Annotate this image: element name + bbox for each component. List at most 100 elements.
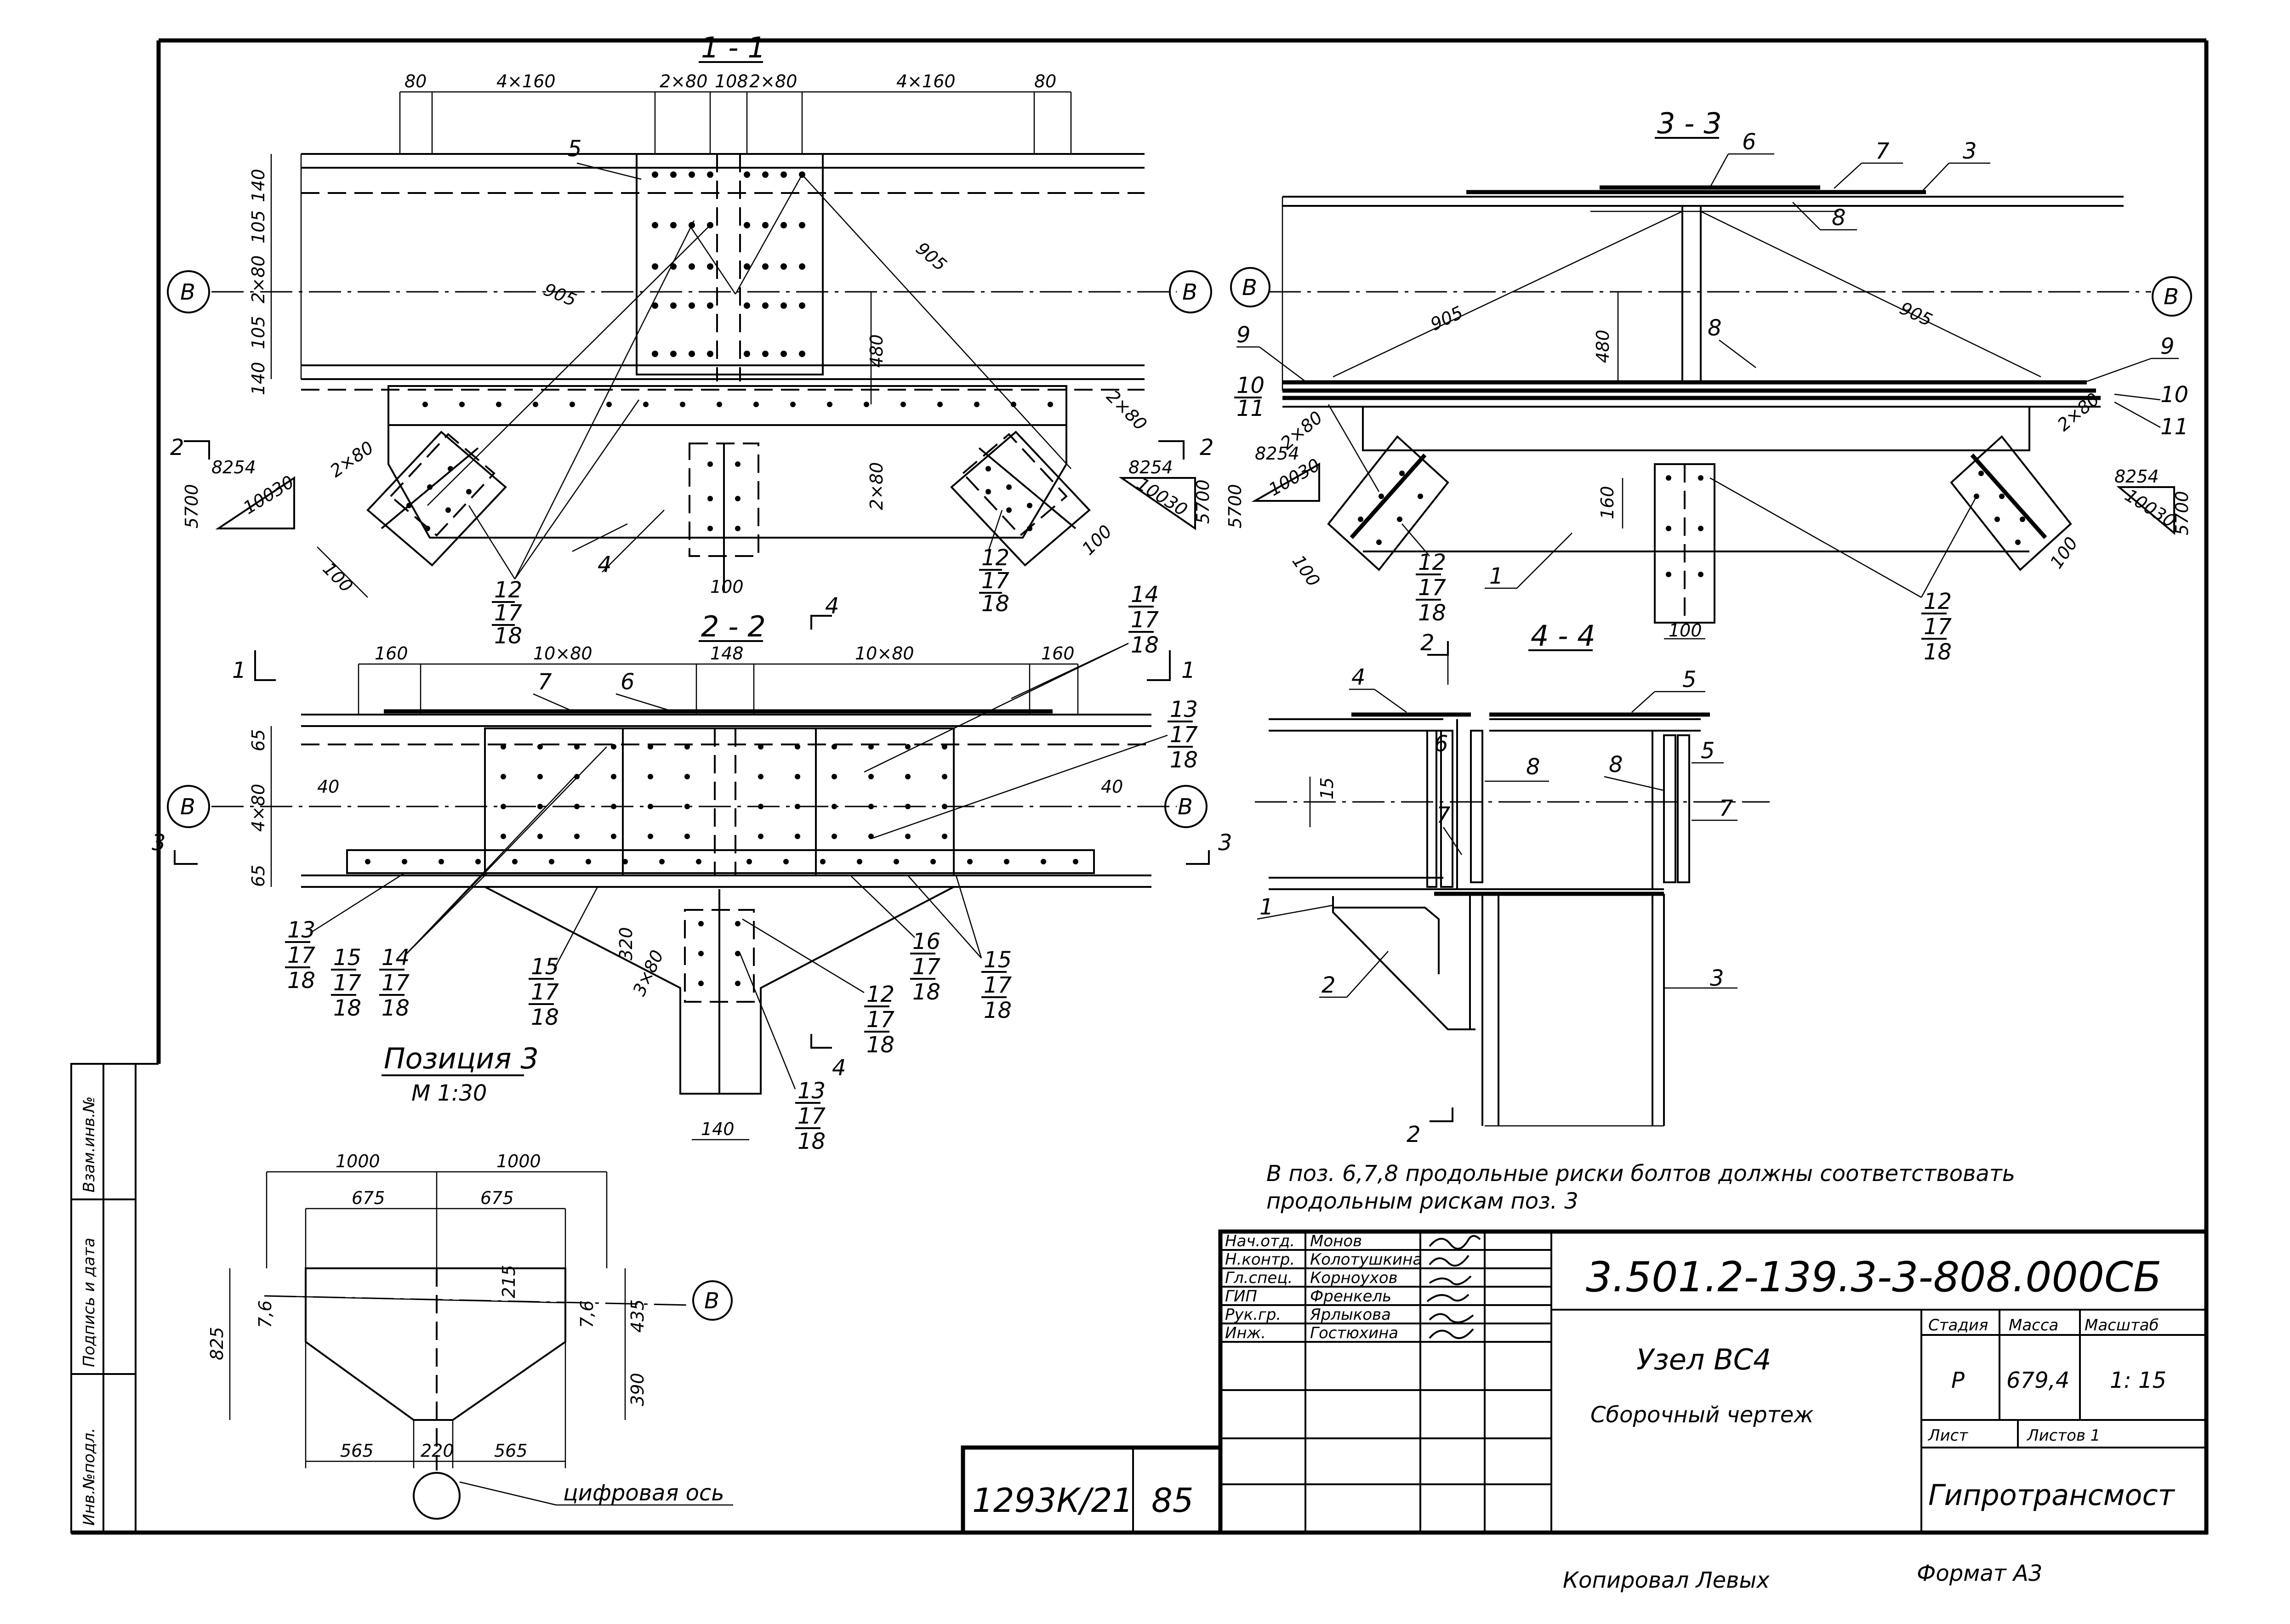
plan-view: 1000 1000 675 675 В 565 220 565 825 7,6 … <box>207 1151 733 1520</box>
s11-callout-17b: 17 <box>981 568 1010 594</box>
plan-axis-note: цифровая ось <box>563 1480 724 1506</box>
sheet-label: Лист <box>1927 1426 1968 1445</box>
s11-diag-1: 905 <box>912 238 951 275</box>
s22-cut-4-top: 4 <box>825 593 839 619</box>
s44-callout-7-left: 7 <box>1436 802 1451 828</box>
s22-dim-320: 320 <box>616 927 636 960</box>
s11-dim-left-1: 105 <box>248 210 268 244</box>
plan-dim-top-2: 675 <box>352 1188 385 1208</box>
s22-callout-17i: 17 <box>912 954 941 980</box>
s33-callout-8-top: 8 <box>1832 205 1846 231</box>
s22-callout-18d: 18 <box>333 995 361 1021</box>
doc-code: 3.501.2-139.3-3-808.000СБ <box>1586 1253 2162 1301</box>
margin-inv-podl: Инв.№подл. <box>80 1428 98 1526</box>
s22-dim-top-0: 160 <box>375 643 408 664</box>
role-0: Нач.отд. <box>1225 1232 1295 1250</box>
margin-vzam-inv: Взам.инв.№ <box>80 1096 98 1192</box>
s22-cut-1-right: 1 <box>1181 658 1196 683</box>
s11-dim-left-2: 2×80 <box>248 256 268 303</box>
section-4-4-title: 4 - 4 <box>1531 619 1595 653</box>
signatures <box>1426 1235 1481 1339</box>
s33-slope-c-right: 5700 <box>2172 491 2192 535</box>
s11-cut-right: 2 <box>1200 435 1214 460</box>
s22-callout-17f: 17 <box>531 979 559 1005</box>
s22-callout-18h: 18 <box>798 1129 826 1154</box>
section-4-4: 4 - 4 2 2 1 5 <box>1255 619 1770 1147</box>
s22-callout-17j: 17 <box>984 972 1012 998</box>
role-3: ГИП <box>1225 1287 1257 1306</box>
section-2-2: 2 - 2 В В <box>152 582 1232 1154</box>
s44-callout-7-right: 7 <box>1719 795 1733 821</box>
s11-callout-5: 5 <box>568 136 582 162</box>
s33-callout-11-right: 11 <box>2160 414 2188 440</box>
plan-dim-bottom-2: 565 <box>494 1441 528 1461</box>
plan-axis: В <box>704 1288 719 1314</box>
s11-dim-left-4: 140 <box>248 362 268 395</box>
s11-dim-left-0: 140 <box>248 169 268 202</box>
title-block: 1293К/21 85 Нач.отд. Монов Н.контр. Коло… <box>961 1229 2209 1535</box>
s22-subtitle: Позиция 3 <box>384 1042 539 1075</box>
s22-callout-17d: 17 <box>333 970 362 996</box>
s33-dim-100-left: 100 <box>1288 551 1324 591</box>
footer: Копировал Левых Формат А3 <box>1563 1561 2042 1593</box>
s22-dim-left-2: 65 <box>248 865 268 887</box>
s22-callout-17b: 17 <box>1170 722 1198 748</box>
s33-callout-10-right: 10 <box>2160 382 2188 408</box>
s11-callout-18a: 18 <box>494 623 522 649</box>
s44-callout-6: 6 <box>1434 731 1448 757</box>
scale-header: Масштаб <box>2085 1316 2159 1334</box>
s33-callout-17b: 17 <box>1924 614 1952 640</box>
role-4: Рук.гр. <box>1225 1306 1281 1324</box>
s33-callout-12a: 12 <box>1418 550 1446 575</box>
note-line-2: продольным рискам поз. 3 <box>1266 1188 1578 1214</box>
s22-callout-14a: 14 <box>1131 582 1159 608</box>
sheet-frame <box>70 38 2209 1535</box>
plan-dim-76-left: 7,6 <box>255 1300 275 1328</box>
s22-callout-16: 16 <box>912 929 940 954</box>
section-1-1-bolts <box>652 171 805 357</box>
s44-callout-5-top: 5 <box>1682 667 1697 693</box>
s11-slope-b-right: 10030 <box>1133 473 1191 520</box>
s22-dim-top-4: 160 <box>1041 643 1075 664</box>
s22-callout-18f: 18 <box>531 1005 559 1030</box>
s22-dim-top-1: 10×80 <box>533 643 592 664</box>
name-1: Колотушкина <box>1310 1250 1422 1269</box>
section-1-1-axis-left: В <box>180 279 195 305</box>
s11-dim-left-3: 105 <box>248 316 268 349</box>
s22-callout-18b: 18 <box>1170 747 1198 773</box>
s44-cut-top: 2 <box>1420 630 1435 656</box>
s22-callout-18c: 18 <box>287 968 315 994</box>
s33-slope-a-left: 8254 <box>1255 443 1299 464</box>
s44-callout-3: 3 <box>1710 965 1724 991</box>
s11-diag-4: 2×80 <box>866 462 887 510</box>
mass-value: 679,4 <box>2006 1368 2069 1393</box>
s44-cut-bottom: 2 <box>1407 1122 1421 1147</box>
s33-dim-905-left: 905 <box>1427 302 1466 335</box>
section-3-3-title: 3 - 3 <box>1657 107 1722 140</box>
s22-dim-140: 140 <box>701 1119 735 1139</box>
format: Формат А3 <box>1917 1561 2042 1586</box>
s33-callout-11-left: 11 <box>1236 396 1265 421</box>
s22-callout-15c: 15 <box>984 947 1012 973</box>
s11-diag-3: 2×80 <box>326 437 377 481</box>
s22-cut-3-right: 3 <box>1218 830 1232 856</box>
mass-header: Масса <box>2009 1316 2058 1334</box>
plan-dim-825: 825 <box>207 1327 227 1360</box>
plan-dim-bottom-0: 565 <box>340 1441 374 1461</box>
s11-slope-c-left: 5700 <box>182 484 202 528</box>
plan-dim-215: 215 <box>499 1265 519 1298</box>
s22-dim-top-3: 10×80 <box>855 643 914 664</box>
sheets-label: Листов 1 <box>2026 1426 2100 1445</box>
s22-callout-13a: 13 <box>1170 697 1198 722</box>
general-note: В поз. 6,7,8 продольные риски болтов дол… <box>1266 1161 2015 1214</box>
section-1-1-title: 1 - 1 <box>701 31 766 64</box>
s11-diag-0: 905 <box>541 279 580 311</box>
plan-dim-76-right: 7,6 <box>577 1300 597 1328</box>
s33-callout-9-left: 9 <box>1236 322 1251 348</box>
s33-dim-160: 160 <box>1597 486 1618 519</box>
s22-cut-4-bottom: 4 <box>832 1055 846 1081</box>
s44-callout-1: 1 <box>1259 894 1274 920</box>
s11-slope-c-right: 5700 <box>1193 479 1213 524</box>
node-name: Узел ВС4 <box>1636 1343 1772 1376</box>
